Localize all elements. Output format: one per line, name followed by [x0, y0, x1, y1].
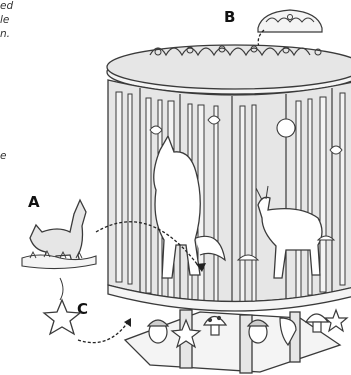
moon-shape: [277, 119, 295, 137]
part-c-star: [44, 278, 80, 334]
arrow-c: [78, 322, 128, 343]
part-a-fox: [22, 200, 96, 269]
part-b-crown: [258, 10, 322, 32]
